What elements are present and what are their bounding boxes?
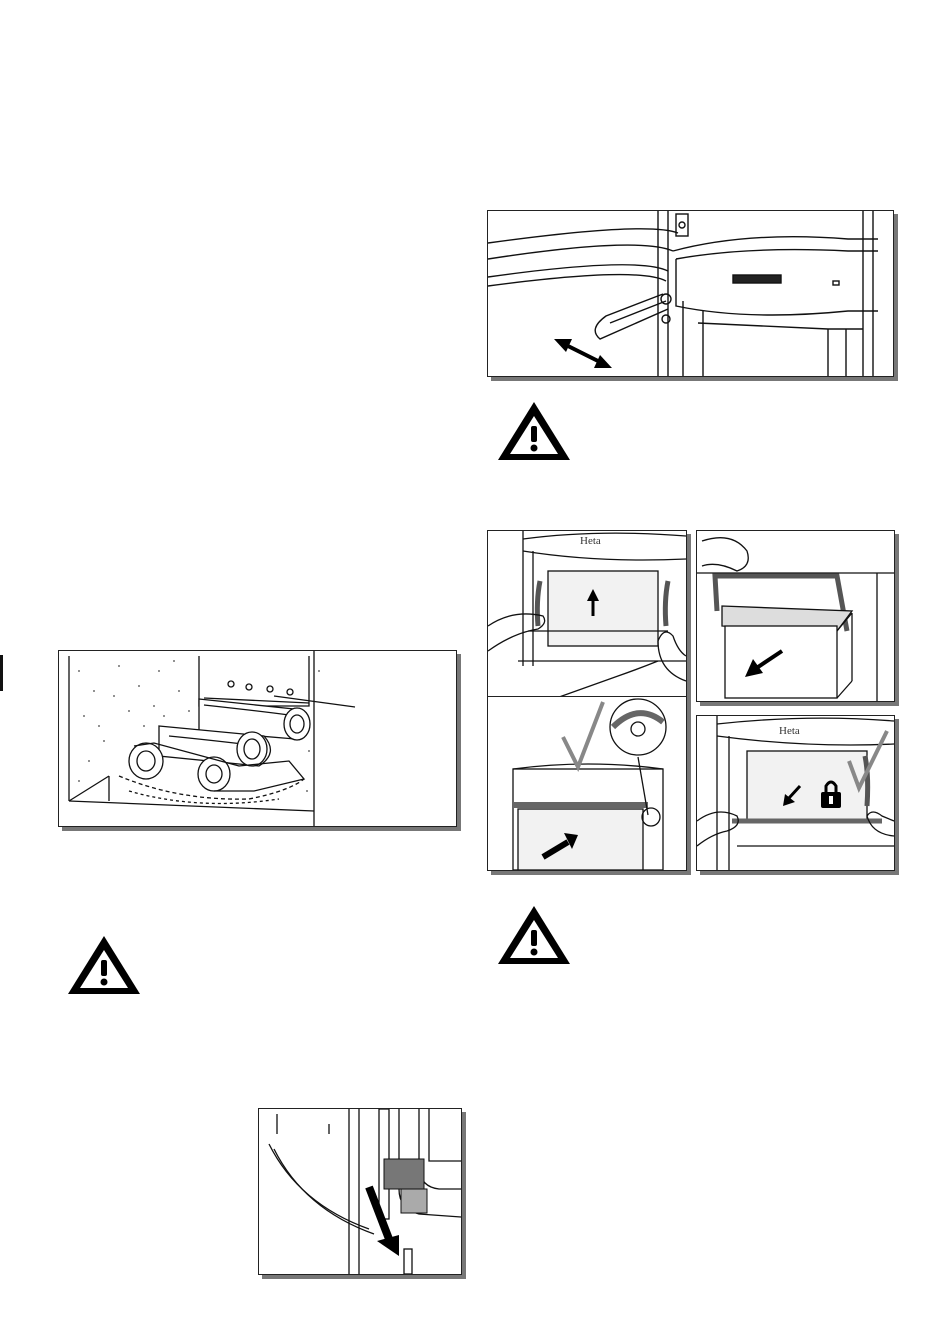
margin-mark — [0, 655, 3, 691]
door-detail-illustration — [258, 1108, 462, 1275]
brand-label: Heta — [580, 535, 601, 547]
warning-triangle-icon — [494, 902, 574, 968]
ash-pan-release-panel: Heta — [487, 530, 687, 702]
warning-triangle-icon — [64, 932, 144, 998]
brand-label: Heta — [779, 725, 800, 737]
fire-laying-illustration — [58, 650, 457, 827]
double-arrow-icon — [554, 339, 612, 368]
warning-triangle-icon — [494, 398, 574, 464]
ash-pan-lock-panel: Heta — [696, 715, 895, 871]
check-mark-icon — [563, 702, 603, 767]
arrow-down-icon — [369, 1187, 399, 1256]
ash-pan-lift-panel — [696, 530, 895, 702]
flue-damper-illustration — [487, 210, 894, 377]
ash-pan-insert-panel — [487, 696, 687, 871]
